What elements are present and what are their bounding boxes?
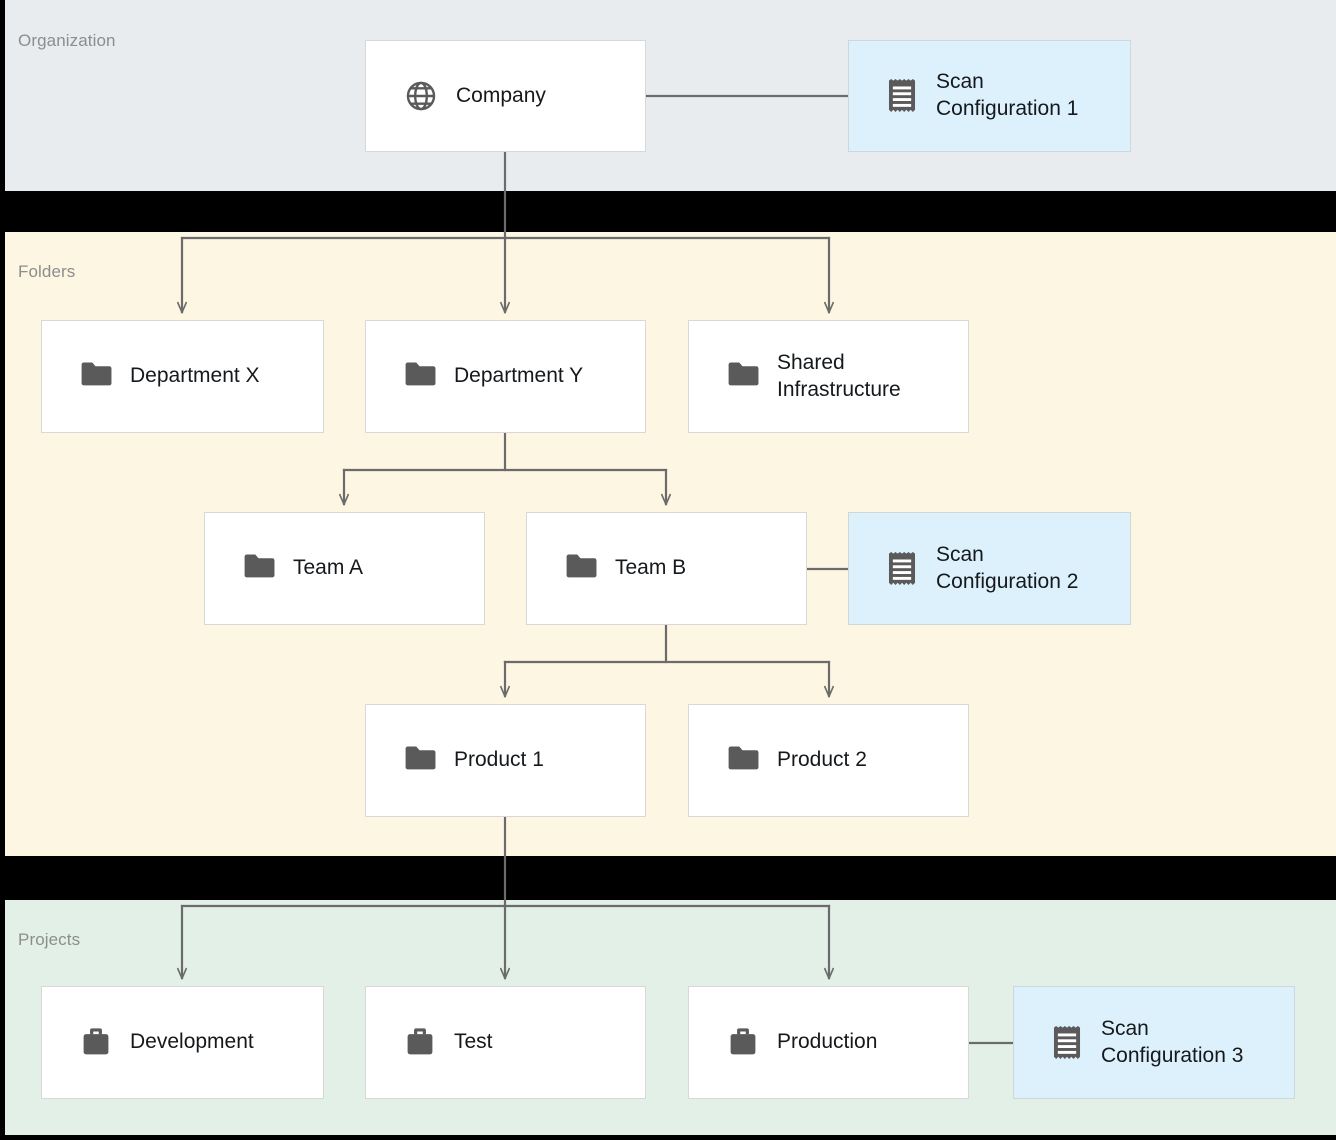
node-label: Team B: [615, 556, 687, 580]
node-label: Scan Configuration 2: [936, 542, 1079, 593]
node-shared-infrastructure[interactable]: Shared Infrastructure: [688, 320, 969, 433]
band-organization: [5, 0, 1336, 191]
node-label: Product 1: [454, 748, 544, 772]
folder-icon: [565, 553, 597, 585]
node-label: Team A: [293, 556, 364, 580]
node-label: Production: [777, 1030, 878, 1054]
node-scan-configuration-3[interactable]: Scan Configuration 3: [1013, 986, 1295, 1099]
node-label: Company: [456, 83, 546, 107]
briefcase-icon: [404, 1027, 436, 1059]
node-label: Department Y: [454, 364, 584, 388]
briefcase-icon: [727, 1027, 759, 1059]
node-test[interactable]: Test: [365, 986, 646, 1099]
scan-config-icon: [885, 551, 919, 586]
node-label: Scan Configuration 1: [936, 70, 1079, 120]
node-department-x[interactable]: Department X: [41, 320, 324, 433]
folder-icon: [404, 745, 436, 777]
node-production[interactable]: Production: [688, 986, 969, 1099]
node-development[interactable]: Development: [41, 986, 324, 1099]
band-label-organization: Organization: [18, 31, 116, 50]
folder-icon: [243, 553, 275, 585]
node-label: Product 2: [777, 748, 867, 772]
node-label: Department X: [130, 364, 260, 388]
node-product-1[interactable]: Product 1: [365, 704, 646, 817]
node-company[interactable]: Company: [365, 40, 646, 152]
scan-config-icon: [1050, 1025, 1084, 1060]
node-label: Test: [454, 1030, 493, 1054]
band-label-folders: Folders: [18, 262, 76, 281]
folder-icon: [404, 361, 436, 393]
node-team-a[interactable]: Team A: [204, 512, 485, 625]
node-scan-configuration-2[interactable]: Scan Configuration 2: [848, 512, 1131, 625]
node-team-b[interactable]: Team B: [526, 512, 807, 625]
band-label-projects: Projects: [18, 930, 81, 949]
briefcase-icon: [80, 1027, 112, 1059]
node-label: Shared Infrastructure: [777, 350, 901, 401]
node-product-2[interactable]: Product 2: [688, 704, 969, 817]
scan-config-icon: [885, 79, 919, 113]
node-label: Development: [130, 1030, 254, 1054]
node-label: Scan Configuration 3: [1101, 1016, 1244, 1067]
folder-icon: [727, 361, 759, 393]
node-scan-configuration-1[interactable]: Scan Configuration 1: [848, 40, 1131, 152]
folder-icon: [727, 745, 759, 777]
globe-icon: [404, 79, 438, 113]
folder-icon: [80, 361, 112, 393]
node-department-y[interactable]: Department Y: [365, 320, 646, 433]
